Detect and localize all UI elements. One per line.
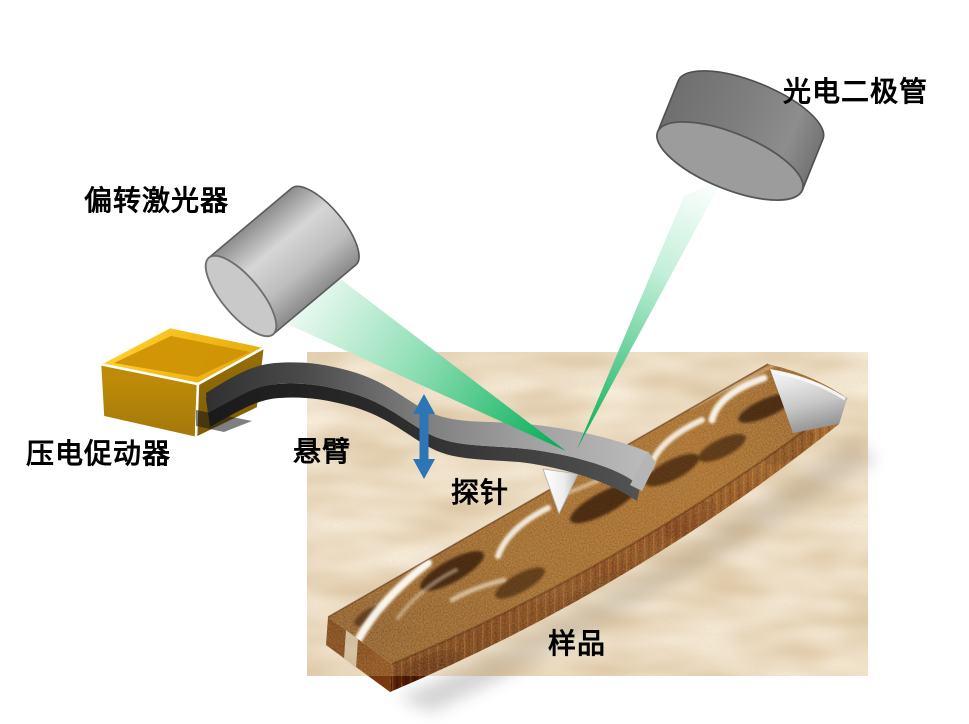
- sample-streak: [708, 374, 768, 424]
- photodiode-cylinder-face: [656, 121, 804, 201]
- deflection-arrow: [413, 394, 435, 479]
- dark-blob: [698, 434, 746, 462]
- sample-streak: [354, 559, 432, 644]
- piezo-top-inset: [114, 336, 250, 377]
- dark-blob: [644, 453, 700, 487]
- cantilever-top-face: [206, 362, 655, 487]
- side-blotch: [400, 649, 460, 687]
- cantilever-end-face: [630, 451, 656, 491]
- label-deflection-laser: 偏转激光器: [84, 186, 230, 217]
- side-blotch: [663, 501, 717, 539]
- incident-laser-beam: [283, 252, 566, 451]
- dark-blob: [738, 393, 794, 423]
- sample-left-end-face: [326, 617, 392, 692]
- sample-streak: [449, 577, 507, 603]
- side-blotch: [765, 430, 815, 466]
- sample-left-end-stripe: [344, 630, 358, 668]
- dark-blob: [570, 482, 638, 524]
- laser-cylinder-face: [204, 254, 278, 338]
- sample-front-edge: [391, 397, 848, 665]
- sample-back-edge: [327, 363, 769, 618]
- probe-tip: [542, 468, 579, 516]
- reflected-laser-beam: [577, 177, 724, 449]
- dark-blob: [495, 567, 545, 599]
- deflection-laser-device: [204, 185, 360, 338]
- photodiode-device: [656, 70, 825, 201]
- sample-end-cap: [770, 369, 847, 433]
- label-cantilever: 悬臂: [293, 437, 352, 468]
- label-photodiode: 光电二极管: [783, 77, 929, 108]
- label-piezo-actuator: 压电促动器: [26, 439, 172, 470]
- label-sample: 样品: [548, 629, 607, 660]
- sample-streak: [495, 505, 551, 559]
- sample-streak: [396, 568, 458, 620]
- sample-side-striations: [390, 398, 847, 692]
- end-cap-highlight: [771, 370, 846, 401]
- sample-bar: [326, 363, 848, 692]
- label-probe: 探针: [451, 478, 510, 509]
- sample-shadow: [398, 438, 876, 712]
